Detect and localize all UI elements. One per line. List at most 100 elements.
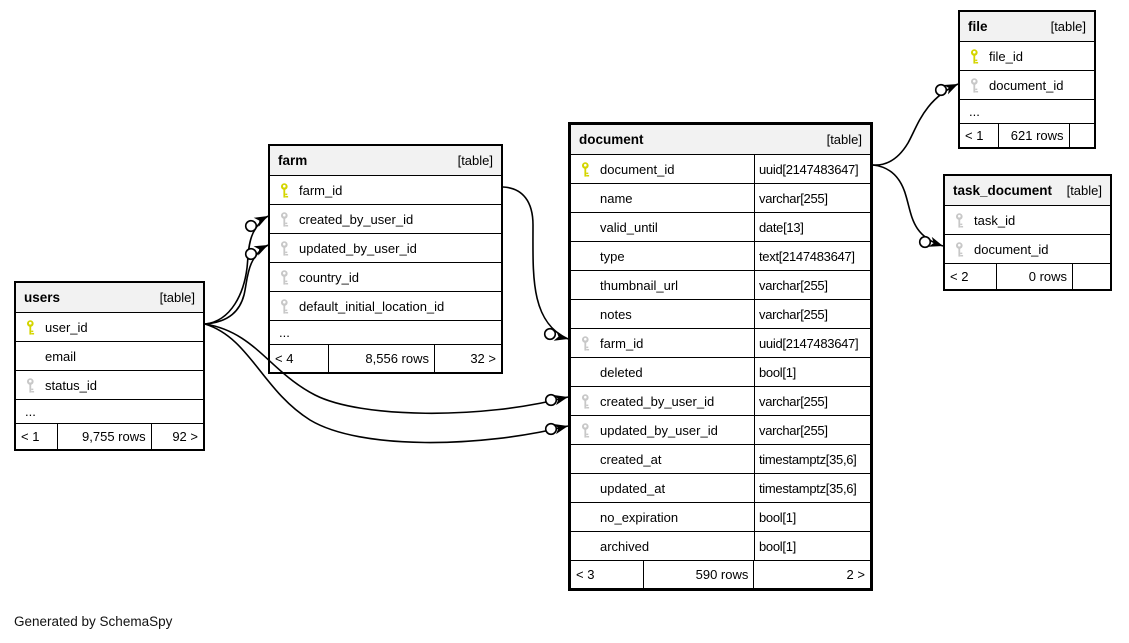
column-type: varchar[255] xyxy=(759,190,828,206)
table-header: document[table] xyxy=(571,125,870,154)
column-name-cell: task_id xyxy=(945,206,1110,234)
column-row-country_id: country_id xyxy=(270,262,501,291)
primary-key-icon xyxy=(969,48,980,64)
column-name: email xyxy=(45,348,77,364)
column-name-cell: valid_until xyxy=(571,213,755,241)
cardinality-circle-icon xyxy=(244,219,258,233)
column-row-farm_id: farm_id xyxy=(270,175,501,204)
column-name-cell: farm_id xyxy=(571,329,755,357)
foreign-key-icon xyxy=(25,377,36,393)
cardinality-circle-icon xyxy=(544,393,558,407)
primary-key-icon xyxy=(25,319,36,335)
key-icon-placeholder xyxy=(25,349,36,364)
column-name: created_by_user_id xyxy=(299,211,414,227)
relationship-farm.farm_id-to-document.farm_id xyxy=(502,186,569,341)
cardinality-circle-icon xyxy=(544,422,558,436)
column-row-notes: notes varchar[255] xyxy=(571,299,870,328)
footer-related-right: 32 > xyxy=(434,345,501,372)
column-name-cell: updated_by_user_id xyxy=(571,416,755,444)
column-row-status_id: status_id xyxy=(16,370,203,399)
column-row-task_id: task_id xyxy=(945,205,1110,234)
column-name: country_id xyxy=(299,269,359,285)
column-type: text[2147483647] xyxy=(759,248,855,264)
column-name-cell: updated_at xyxy=(571,474,755,502)
column-row-valid_until: valid_until date[13] xyxy=(571,212,870,241)
column-name-cell: notes xyxy=(571,300,755,328)
foreign-key-icon xyxy=(279,211,290,227)
foreign-key-icon xyxy=(954,241,965,257)
column-name: no_expiration xyxy=(600,509,679,525)
column-name: updated_by_user_id xyxy=(600,422,718,438)
key-icon-placeholder xyxy=(580,249,591,264)
relationship-document.document_id-to-task_document.document_id xyxy=(872,164,944,249)
key-icon-placeholder xyxy=(580,481,591,496)
table-name[interactable]: farm xyxy=(278,153,308,168)
key-icon-placeholder xyxy=(580,539,591,554)
cardinality-circle-icon xyxy=(244,247,258,261)
key-icon-placeholder xyxy=(580,220,591,235)
column-row-updated_by_user_id: updated_by_user_id xyxy=(270,233,501,262)
column-name: valid_until xyxy=(600,219,658,235)
foreign-key-icon xyxy=(954,212,965,228)
cardinality-circle-icon xyxy=(918,235,932,249)
column-type: timestamptz[35,6] xyxy=(759,451,857,467)
column-name: farm_id xyxy=(600,335,644,351)
column-name: farm_id xyxy=(299,182,343,198)
column-name-cell: thumbnail_url xyxy=(571,271,755,299)
column-name-cell: status_id xyxy=(16,371,203,399)
foreign-key-icon xyxy=(580,393,591,409)
ellipsis-row: ... xyxy=(270,320,501,344)
column-name: document_id xyxy=(989,77,1064,93)
column-row-document_id: document_id xyxy=(960,70,1094,99)
column-name: notes xyxy=(600,306,632,322)
footer-related-left: < 2 xyxy=(950,269,969,284)
arrowhead-icon xyxy=(553,330,568,341)
table-name[interactable]: document xyxy=(579,132,644,147)
cardinality-circle-icon xyxy=(543,327,557,341)
footer-related-right: 92 > xyxy=(150,424,203,449)
key-icon-placeholder xyxy=(580,510,591,525)
foreign-key-icon xyxy=(279,269,290,285)
column-name-cell: document_id xyxy=(945,235,1110,263)
column-name-cell: name xyxy=(571,184,755,212)
column-name-cell: user_id xyxy=(16,313,203,341)
footer-related-left: < 1 xyxy=(965,128,984,143)
column-name: thumbnail_url xyxy=(600,277,679,293)
foreign-key-icon xyxy=(279,240,290,256)
column-row-file_id: file_id xyxy=(960,41,1094,70)
table-name[interactable]: users xyxy=(24,290,61,305)
column-name-cell: file_id xyxy=(960,42,1094,70)
table-tag: [table] xyxy=(1050,19,1086,34)
column-row-default_initial_location_id: default_initial_location_id xyxy=(270,291,501,320)
column-name: default_initial_location_id xyxy=(299,298,445,314)
column-name-cell: type xyxy=(571,242,755,270)
table-name[interactable]: task_document xyxy=(953,183,1053,198)
table-name[interactable]: file xyxy=(968,19,988,34)
column-name: created_by_user_id xyxy=(600,393,715,409)
column-type: date[13] xyxy=(759,219,804,235)
column-name: type xyxy=(600,248,625,264)
column-name-cell: country_id xyxy=(270,263,501,291)
column-type: varchar[255] xyxy=(759,306,828,322)
column-name: deleted xyxy=(600,364,643,380)
table-header: farm[table] xyxy=(270,146,501,175)
footer-related-left: < 3 xyxy=(576,567,595,582)
footer-related-left: < 1 xyxy=(21,429,40,444)
column-name: updated_by_user_id xyxy=(299,240,417,256)
footer-related-right xyxy=(1072,264,1110,289)
key-icon-placeholder xyxy=(580,307,591,322)
column-name-cell: no_expiration xyxy=(571,503,755,531)
footer-row-count: 590 rows xyxy=(642,561,754,588)
